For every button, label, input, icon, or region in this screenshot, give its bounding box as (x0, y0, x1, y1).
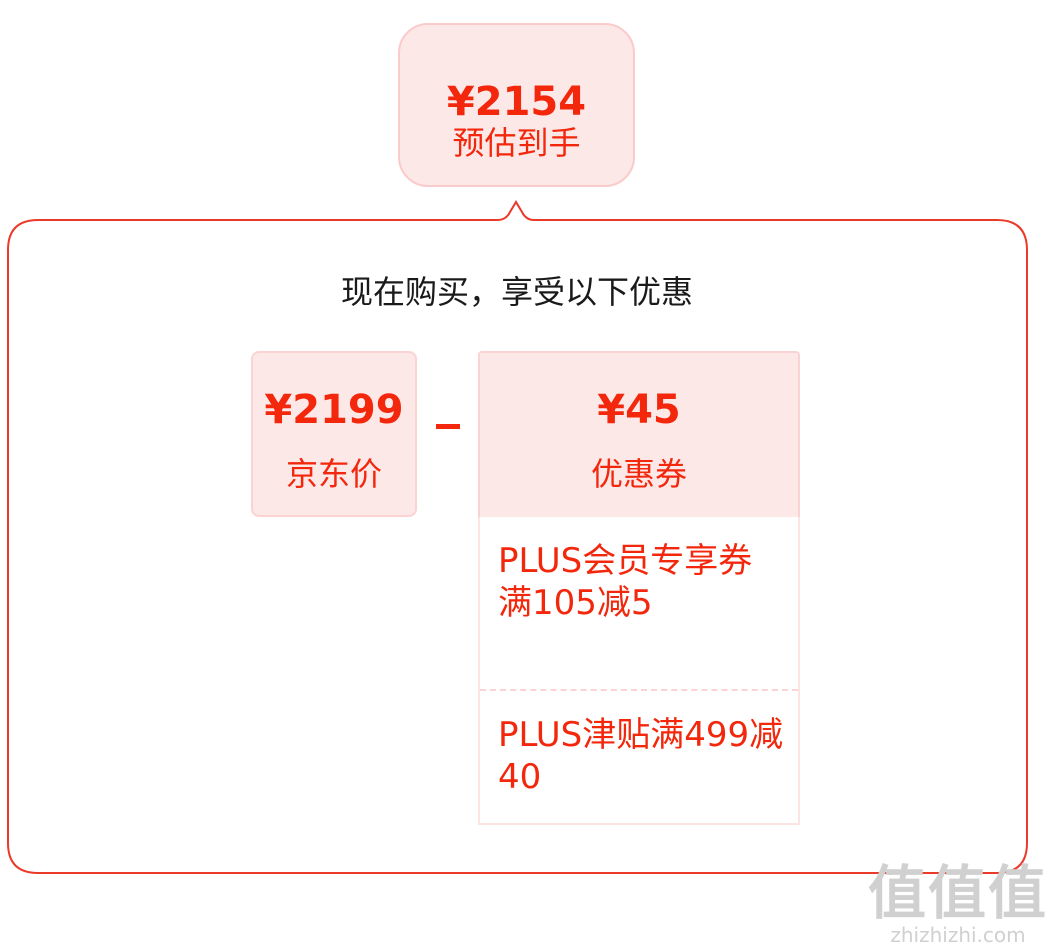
coupon-divider (480, 689, 798, 691)
minus-sign (436, 424, 460, 429)
jd-price-box: ¥2199 京东价 (251, 351, 417, 517)
coupon-box: ¥45 优惠券 (478, 351, 800, 517)
coupon-amount: ¥45 (597, 387, 681, 433)
jd-price-amount: ¥2199 (264, 387, 404, 433)
coupon-label: 优惠券 (590, 455, 687, 493)
coupon-detail-list: PLUS会员专享券满105减5 PLUS津贴满499减40 (478, 517, 800, 825)
coupon-item: PLUS津贴满499减40 (498, 715, 784, 797)
coupon-item: PLUS会员专享券满105减5 (498, 541, 753, 623)
estimated-price-amount: ¥2154 (446, 79, 587, 125)
jd-price-label: 京东价 (285, 455, 382, 493)
promo-headline: 现在购买，享受以下优惠 (340, 273, 693, 311)
watermark: 值值值 zhizhizhi.com (868, 862, 1048, 946)
estimated-price-label: 预估到手 (452, 124, 581, 162)
estimated-price-badge: ¥2154 预估到手 (398, 23, 635, 187)
watermark-site: zhizhizhi.com (890, 923, 1026, 947)
watermark-logo: 值值值 (867, 859, 1048, 927)
